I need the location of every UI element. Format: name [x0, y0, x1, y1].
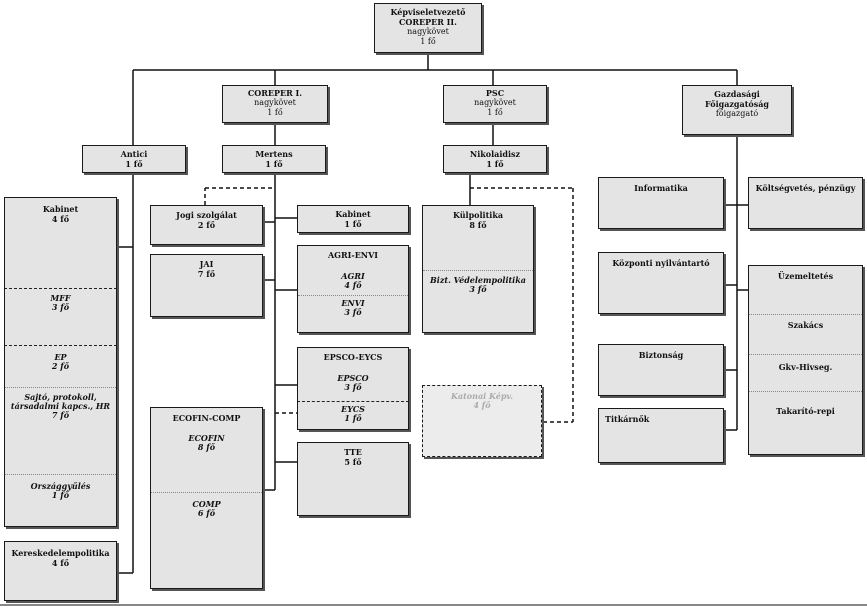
- node-kepviseletvezeto: Képviseletvezető COREPER II. nagykövet 1…: [374, 3, 482, 53]
- node-title: Kabinet: [335, 209, 371, 219]
- node-antici: Antici 1 fő: [82, 145, 186, 173]
- node-mertens: Mertens 1 fő: [222, 145, 326, 173]
- node-role: nagykövet: [254, 98, 296, 107]
- item-szakacs: Szakács: [787, 320, 824, 330]
- node-title: Nikolaidisz: [469, 149, 521, 159]
- node-subtitle: Főigazgatóság: [704, 99, 770, 109]
- node-count: 8 fő: [469, 220, 487, 230]
- node-count: 4 fő: [51, 214, 70, 224]
- node-count: 1 fő: [267, 108, 283, 117]
- node-title: JAI: [199, 259, 214, 269]
- node-kabinet-mid: Kabinet 1 fő: [297, 205, 409, 233]
- node-count: 1 fő: [420, 37, 436, 46]
- node-title: Titkárnők: [605, 414, 650, 424]
- node-count: 1 fő: [486, 159, 504, 169]
- node-count: 1 fő: [265, 159, 283, 169]
- node-title: TTE: [344, 447, 362, 457]
- node-kereskedelempolitika: Kereskedelempolitika 4 fő: [4, 541, 117, 601]
- node-count: 2 fő: [197, 220, 216, 230]
- node-title: Üzemeltetés: [777, 271, 834, 281]
- node-biztonsag: Biztonság: [598, 344, 724, 396]
- node-title: Központi nyilvántartó: [612, 258, 710, 268]
- node-kozponti-nyilvantarto: Központi nyilvántartó: [598, 252, 724, 314]
- node-jai: JAI 7 fő: [150, 254, 263, 317]
- node-role: főigazgató: [715, 109, 759, 118]
- node-title: EPSCO-EYCS: [323, 352, 383, 362]
- node-jogi-szolgalat: Jogi szolgálat 2 fő: [150, 205, 263, 245]
- node-tte: TTE 5 fő: [297, 442, 409, 516]
- node-title: ECOFIN-COMP: [172, 413, 241, 423]
- node-count: 1 fő: [344, 219, 362, 229]
- node-psc: PSC nagykövet 1 fő: [443, 85, 547, 123]
- node-koltsegvetes: Költségvetés, pénzügy: [748, 177, 863, 229]
- node-title: Kabinet: [42, 204, 79, 214]
- node-title: Képviseletvezető: [390, 7, 466, 17]
- node-title: PSC: [485, 88, 505, 98]
- node-title: Külpolitika: [452, 210, 504, 220]
- node-role: nagykövet: [474, 98, 516, 107]
- node-katonai-kepv: Katonai Képv.4 fő: [422, 385, 542, 457]
- node-count: 7 fő: [197, 269, 216, 279]
- node-titkarnok: Titkárnők: [598, 408, 724, 463]
- node-count: 4 fő: [51, 558, 70, 568]
- mff-box: [5, 288, 116, 346]
- node-title: Mertens: [255, 149, 293, 159]
- node-title: Jogi szolgálat: [176, 210, 237, 220]
- node-gazdasagi: Gazdasági Főigazgatóság főigazgató: [682, 85, 792, 135]
- node-coreper1: COREPER I. nagykövet 1 fő: [222, 85, 328, 123]
- item-gkv: Gkv-Hivseg.: [778, 362, 833, 372]
- node-title: AGRI-ENVI: [327, 250, 379, 260]
- sub-katonai: Katonai Képv.4 fő: [450, 391, 514, 410]
- node-uzemeltetes: Üzemeltetés Szakács Gkv-Hivseg. Takarító…: [748, 265, 863, 455]
- node-informatika: Informatika: [598, 177, 724, 229]
- node-role: nagykövet: [407, 27, 449, 36]
- node-count: 1 fő: [125, 159, 143, 169]
- item-takarito: Takarító-repi: [776, 406, 835, 416]
- node-title: Informatika: [634, 183, 688, 193]
- node-title: Biztonság: [638, 350, 684, 360]
- node-nikolaidisz: Nikolaidisz 1 fő: [443, 145, 547, 173]
- node-title: Antici: [120, 149, 148, 159]
- node-title: Költségvetés, pénzügy: [755, 183, 856, 193]
- node-subtitle: COREPER II.: [399, 17, 457, 27]
- eycs-box: [298, 401, 408, 429]
- node-count: 5 fő: [344, 457, 362, 467]
- node-title: Kereskedelempolitika: [11, 548, 110, 558]
- node-title: COREPER I.: [247, 88, 303, 98]
- node-count: 1 fő: [487, 108, 503, 117]
- node-title: Gazdasági: [714, 89, 760, 99]
